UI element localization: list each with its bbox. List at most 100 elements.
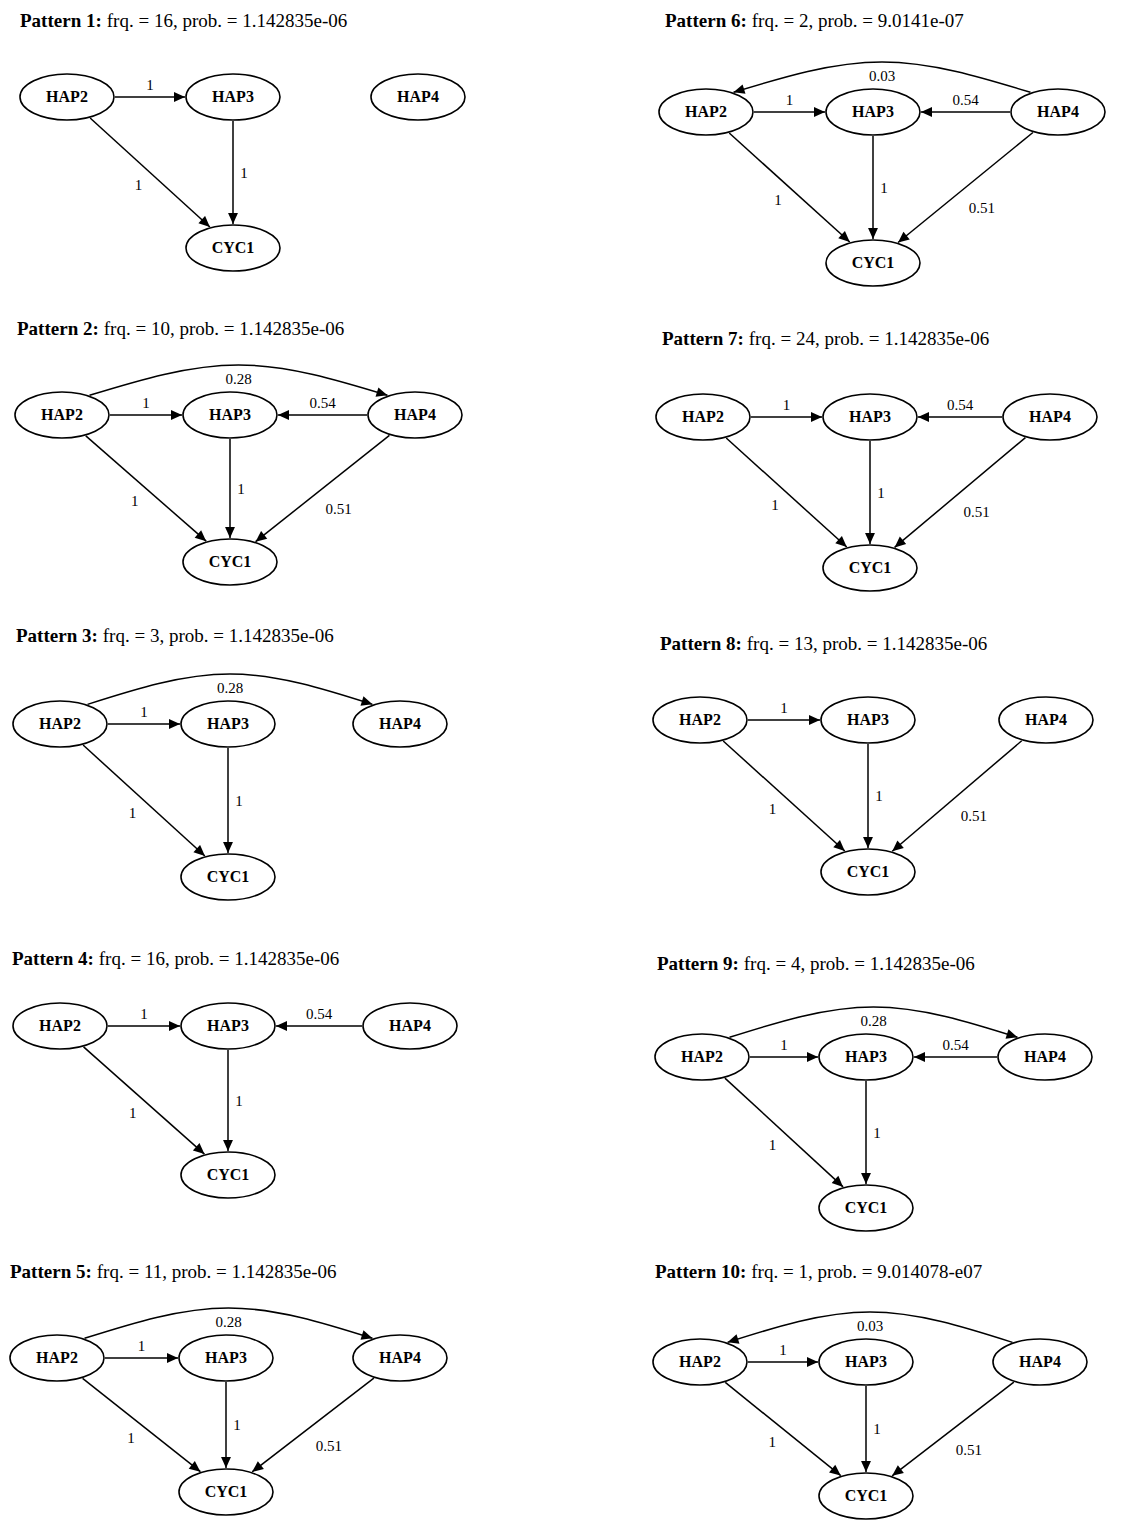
edge-weight: 1 bbox=[769, 497, 781, 513]
edge-weight: 1 bbox=[233, 1093, 245, 1109]
regulation-arrow bbox=[892, 741, 1021, 852]
gene-name: HAP3 bbox=[207, 1017, 249, 1035]
gene-node: CYC1 bbox=[818, 1184, 914, 1232]
gene-name: HAP2 bbox=[46, 88, 88, 106]
gene-node: HAP3 bbox=[820, 696, 916, 744]
gene-name: HAP2 bbox=[41, 406, 83, 424]
edge-weight: 1 bbox=[233, 793, 245, 809]
pattern-stats: frq. = 11, prob. = 1.142835e-06 bbox=[97, 1261, 337, 1283]
regulation-arrow bbox=[83, 745, 205, 856]
pattern-title: Pattern 4: bbox=[12, 948, 94, 970]
gene-name: HAP2 bbox=[679, 1353, 721, 1371]
edge-weight: 1 bbox=[772, 192, 784, 208]
edge-weight: 0.54 bbox=[304, 1006, 334, 1022]
regulation-arrow bbox=[918, 416, 1002, 418]
gene-name: HAP3 bbox=[849, 408, 891, 426]
regulation-arrow bbox=[725, 1078, 843, 1187]
gene-name: HAP2 bbox=[685, 103, 727, 121]
gene-name: HAP2 bbox=[36, 1349, 78, 1367]
edge-weight: 1 bbox=[781, 397, 793, 413]
gene-node: HAP2 bbox=[655, 393, 751, 441]
regulation-arrow bbox=[869, 441, 871, 544]
gene-node: HAP3 bbox=[822, 393, 918, 441]
pattern-stats: frq. = 3, prob. = 1.142835e-06 bbox=[103, 625, 334, 647]
gene-node: HAP4 bbox=[997, 1033, 1093, 1081]
gene-node: CYC1 bbox=[178, 1468, 274, 1516]
gene-name: HAP4 bbox=[379, 1349, 421, 1367]
gene-name: CYC1 bbox=[847, 863, 890, 881]
regulation-arrow bbox=[865, 1386, 867, 1472]
edge-weight: 0.51 bbox=[962, 504, 992, 520]
gene-name: HAP4 bbox=[397, 88, 439, 106]
pattern-title: Pattern 6: bbox=[665, 10, 747, 32]
edge-weight: 1 bbox=[138, 1006, 150, 1022]
gene-name: HAP4 bbox=[389, 1017, 431, 1035]
edge-weight: 0.28 bbox=[858, 1013, 888, 1029]
gene-node: HAP2 bbox=[654, 1033, 750, 1081]
gene-node: HAP2 bbox=[19, 73, 115, 121]
gene-name: CYC1 bbox=[849, 559, 892, 577]
gene-node: CYC1 bbox=[180, 853, 276, 901]
edge-weight: 1 bbox=[778, 1037, 790, 1053]
pattern-title: Pattern 8: bbox=[660, 633, 742, 655]
edge-weight: 1 bbox=[871, 1421, 883, 1437]
pattern-title: Pattern 9: bbox=[657, 953, 739, 975]
edge-weight: 0.54 bbox=[945, 397, 975, 413]
gene-name: CYC1 bbox=[209, 553, 252, 571]
edge-weight: 1 bbox=[871, 1125, 883, 1141]
gene-node: HAP3 bbox=[180, 1002, 276, 1050]
edge-weight: 0.51 bbox=[959, 808, 989, 824]
regulation-arrow bbox=[276, 1025, 362, 1027]
gene-name: CYC1 bbox=[852, 254, 895, 272]
regulation-arrow bbox=[723, 741, 845, 851]
edge-weight: 1 bbox=[235, 481, 247, 497]
gene-node: CYC1 bbox=[182, 538, 278, 586]
gene-name: CYC1 bbox=[207, 868, 250, 886]
gene-name: CYC1 bbox=[205, 1483, 248, 1501]
gene-node: CYC1 bbox=[822, 544, 918, 592]
gene-node: HAP4 bbox=[352, 1334, 448, 1382]
gene-node: HAP2 bbox=[9, 1334, 105, 1382]
regulation-arrow bbox=[734, 62, 1031, 92]
pattern-stats: frq. = 16, prob. = 1.142835e-06 bbox=[107, 10, 347, 32]
edge-weight: 1 bbox=[127, 805, 139, 821]
gene-node: HAP3 bbox=[182, 391, 278, 439]
edge-weight: 0.54 bbox=[940, 1037, 970, 1053]
gene-name: HAP3 bbox=[207, 715, 249, 733]
gene-node: CYC1 bbox=[825, 239, 921, 287]
gene-name: CYC1 bbox=[845, 1487, 888, 1505]
gene-name: HAP3 bbox=[845, 1353, 887, 1371]
regulation-arrow bbox=[867, 744, 869, 848]
regulation-arrow bbox=[748, 719, 820, 721]
edge-weight: 1 bbox=[133, 177, 145, 193]
gene-node: HAP4 bbox=[362, 1002, 458, 1050]
edge-weight: 1 bbox=[136, 1338, 148, 1354]
regulation-arrow bbox=[227, 748, 229, 853]
regulation-arrow bbox=[88, 674, 373, 704]
edge-weight: 0.03 bbox=[867, 68, 897, 84]
regulation-arrow bbox=[85, 1308, 373, 1338]
regulation-arrow bbox=[83, 1378, 201, 1471]
edge-weight: 1 bbox=[873, 788, 885, 804]
regulation-arrow bbox=[84, 1047, 205, 1154]
pattern-stats: frq. = 24, prob. = 1.142835e-06 bbox=[749, 328, 989, 350]
edge-weight: 1 bbox=[144, 77, 156, 93]
edge-weight: 0.28 bbox=[215, 680, 245, 696]
edge-weight: 0.51 bbox=[314, 1438, 344, 1454]
edge-weight: 1 bbox=[767, 1434, 779, 1450]
regulation-arrow bbox=[730, 1007, 1018, 1037]
gene-name: HAP2 bbox=[39, 1017, 81, 1035]
regulation-arrow bbox=[898, 132, 1033, 242]
gene-name: HAP2 bbox=[39, 715, 81, 733]
gene-name: HAP4 bbox=[379, 715, 421, 733]
gene-name: HAP4 bbox=[1029, 408, 1071, 426]
gene-node: HAP4 bbox=[1002, 393, 1098, 441]
gene-name: CYC1 bbox=[845, 1199, 888, 1217]
gene-name: CYC1 bbox=[207, 1166, 250, 1184]
gene-node: HAP4 bbox=[998, 696, 1094, 744]
gene-node: HAP3 bbox=[818, 1033, 914, 1081]
gene-node: HAP2 bbox=[652, 696, 748, 744]
regulation-arrow bbox=[748, 1361, 818, 1363]
gene-node: HAP2 bbox=[12, 700, 108, 748]
regulation-arrow bbox=[728, 1312, 1013, 1342]
